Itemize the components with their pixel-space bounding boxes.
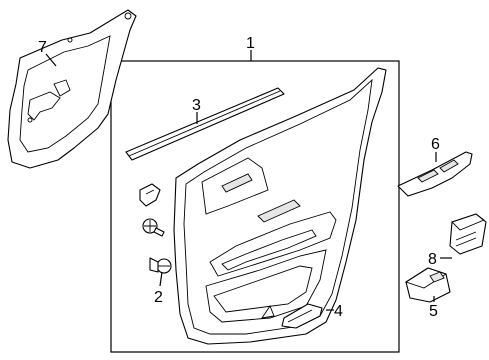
callout-1: 1	[246, 35, 255, 52]
clip-fastener	[139, 183, 161, 207]
callout-4: 4	[334, 303, 343, 320]
callout-7: 7	[38, 39, 47, 56]
push-clip-part-2	[149, 257, 172, 274]
door-trim-panel-part-1	[173, 67, 387, 345]
callout-3: 3	[192, 97, 201, 114]
belt-molding-part-3	[125, 87, 285, 161]
switch-bezel-part-6	[397, 151, 473, 197]
watershield-part-7	[7, 9, 137, 169]
leader-line-7	[45, 53, 57, 67]
reflector-part-4	[281, 303, 323, 329]
leader-line-2	[159, 271, 163, 287]
screw-fastener	[142, 218, 165, 237]
window-switch-part-8	[449, 213, 487, 255]
callout-8: 8	[428, 251, 437, 268]
switch-housing-part-5	[404, 267, 451, 303]
callout-5: 5	[429, 303, 438, 320]
callout-2: 2	[154, 289, 163, 306]
callout-6: 6	[431, 136, 440, 153]
door-panel-frame	[110, 60, 400, 353]
